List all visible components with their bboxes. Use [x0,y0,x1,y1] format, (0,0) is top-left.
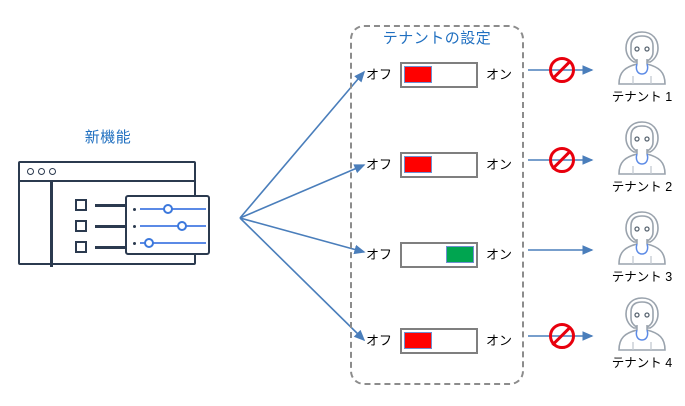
person-icon [618,31,666,85]
toggle-switch[interactable] [400,152,478,178]
toggle-on-label: オン [485,247,512,262]
toggle-switch[interactable] [400,62,478,88]
toggle-on-label: オン [485,67,512,82]
toggle-switch[interactable] [400,328,478,354]
toggle-knob[interactable] [404,66,432,83]
checkbox-icon [75,220,87,232]
tenant-label: テナント 2 [611,180,673,194]
slider-track [140,207,206,210]
arrow-to-toggle-1 [239,70,366,219]
toggle-switch[interactable] [400,242,478,268]
slider-bullet-icon [133,241,136,245]
arrow-to-toggle-4 [239,217,366,342]
settings-sliders-icon [125,195,210,255]
tenant-item: テナント 4 [600,294,684,371]
person-icon [618,297,666,351]
list-line [95,246,128,249]
window-dot-icon [49,168,56,175]
prohibition-icon [549,147,575,173]
prohibition-icon [549,57,575,83]
slider-knob-icon [177,221,187,231]
browser-sidebar-divider [50,182,53,267]
person-icon [618,211,666,265]
slider-row [133,204,206,214]
tenant-label: テナント 1 [611,90,673,104]
slider-knob-icon [144,238,154,248]
slider-knob-icon [163,204,173,214]
tenant-item: テナント 1 [600,28,684,105]
slider-track [140,224,206,227]
slider-track [140,241,206,244]
list-line [95,204,128,207]
window-dot-icon [27,168,34,175]
toggle-off-label: オフ [366,333,393,348]
slider-row [133,221,206,231]
arrow-to-toggle-3 [239,217,366,255]
new-feature-label: 新機能 [84,129,132,146]
tenant-item: テナント 2 [600,118,684,195]
toggle-off-label: オフ [366,247,393,262]
toggle-knob[interactable] [446,246,474,263]
slider-bullet-icon [133,207,136,211]
tenant-toggle-row[interactable]: オフ オン [366,61,512,89]
toggle-off-label: オフ [366,157,393,172]
toggle-on-label: オン [485,157,512,172]
tenant-toggle-row[interactable]: オフ オン [366,151,512,179]
tenant-item: テナント 3 [600,208,684,285]
list-line [95,225,128,228]
checkbox-icon [75,241,87,253]
tenant-toggle-row[interactable]: オフ オン [366,327,512,355]
toggle-off-label: オフ [366,67,393,82]
toggle-on-label: オン [485,333,512,348]
tenant-settings-container [350,25,524,385]
tenant-toggle-row[interactable]: オフ オン [366,241,512,269]
tenant-label: テナント 3 [611,270,673,284]
tenant-settings-title: テナントの設定 [382,30,492,47]
browser-window-icon [18,161,210,267]
tenant-label: テナント 4 [611,356,673,370]
toggle-knob[interactable] [404,332,432,349]
slider-row [133,238,206,248]
arrow-to-toggle-2 [239,164,366,219]
prohibition-icon [549,323,575,349]
slider-bullet-icon [133,224,136,228]
window-dot-icon [38,168,45,175]
person-icon [618,121,666,175]
browser-titlebar [20,163,194,182]
checkbox-icon [75,199,87,211]
toggle-knob[interactable] [404,156,432,173]
